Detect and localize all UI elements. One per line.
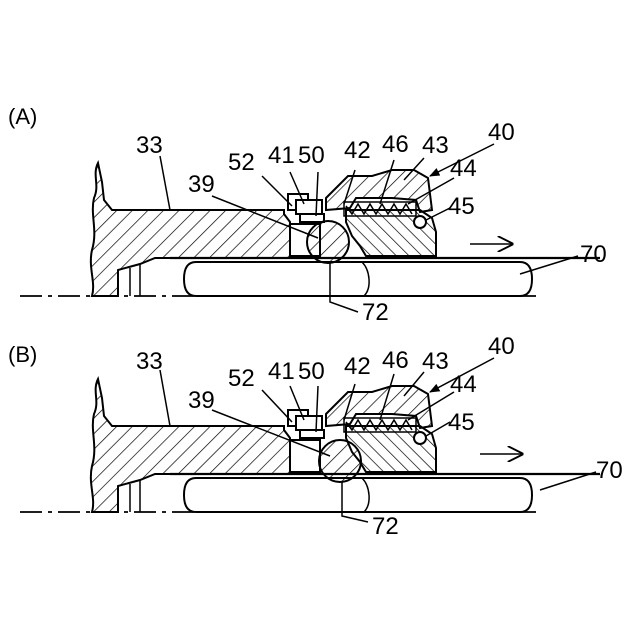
label-39-b: 39: [188, 387, 215, 414]
label-52-a: 52: [228, 149, 255, 176]
panel-b-label: (B): [8, 342, 37, 367]
ball-72-a: [307, 221, 349, 263]
label-44-b: 44: [450, 371, 477, 398]
label-46-a: 46: [382, 131, 409, 158]
label-45-a: 45: [448, 193, 475, 220]
label-39-a: 39: [188, 171, 215, 198]
label-72-a: 72: [362, 299, 389, 326]
label-46-b: 46: [382, 347, 409, 374]
label-33-b: 33: [136, 348, 163, 375]
label-41-b: 41: [268, 358, 295, 385]
label-44-a: 44: [450, 155, 477, 182]
label-41-a: 41: [268, 142, 295, 169]
label-70-b: 70: [596, 457, 623, 484]
label-42-a: 42: [344, 137, 371, 164]
label-43-b: 43: [422, 348, 449, 375]
label-33-a: 33: [136, 132, 163, 159]
panel-b: (B) 33 52 41 5: [8, 333, 623, 540]
panel-a: (A) 33 52 41 50 42 46 43 40 44: [8, 104, 607, 326]
ball-72-b: [319, 440, 361, 482]
label-42-b: 42: [344, 353, 371, 380]
label-72-b: 72: [372, 513, 399, 540]
panel-a-label: (A): [8, 104, 37, 129]
label-45-b: 45: [448, 409, 475, 436]
label-70-a: 70: [580, 241, 607, 268]
label-43-a: 43: [422, 132, 449, 159]
label-50-a: 50: [298, 142, 325, 169]
label-40-a: 40: [488, 119, 515, 146]
label-52-b: 52: [228, 365, 255, 392]
label-50-b: 50: [298, 358, 325, 385]
assembly-b: [20, 379, 600, 512]
label-40-b: 40: [488, 333, 515, 360]
